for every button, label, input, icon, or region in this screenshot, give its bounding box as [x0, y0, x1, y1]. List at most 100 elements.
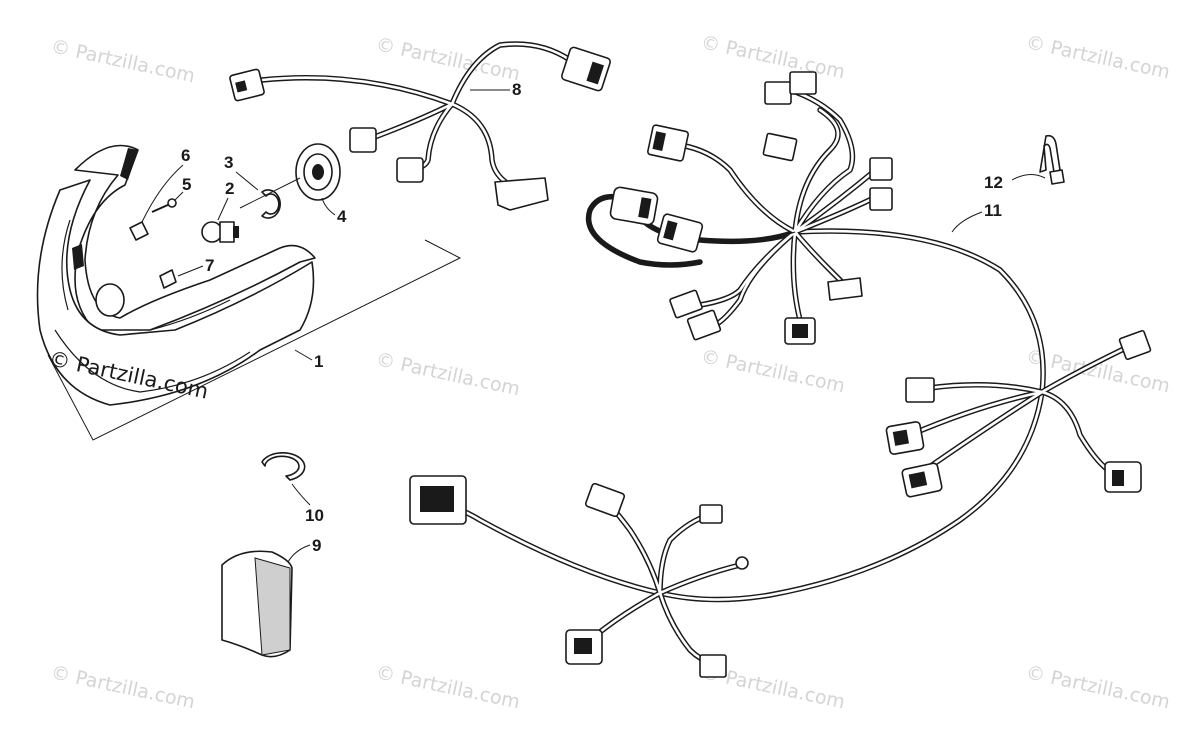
headlight-lens	[36, 179, 315, 406]
connector-11i	[669, 289, 703, 319]
lens-highlight-line	[54, 329, 251, 393]
retainer-ring	[261, 189, 281, 219]
callout-2: 2	[225, 179, 234, 198]
clip-nut-part[interactable]: 6	[129, 146, 190, 241]
connector-11v	[699, 654, 727, 678]
callout-5: 5	[182, 175, 191, 194]
connector-11h-latch	[663, 220, 678, 241]
connector-8b	[561, 46, 611, 92]
harness-8-wire-inner	[260, 42, 572, 192]
watermark-text: © Partzilla.com	[49, 35, 197, 87]
callout-6: 6	[181, 146, 190, 165]
leader-2	[217, 197, 229, 221]
bulb-axis-line	[239, 177, 301, 209]
connector-11g-latch	[638, 197, 652, 219]
leader-12	[1011, 174, 1046, 181]
headlight-harness-part[interactable]: 8	[229, 41, 611, 211]
callout-8: 8	[512, 80, 521, 99]
bulb-contact	[233, 226, 239, 238]
leader-9	[287, 544, 311, 563]
connector-11e	[869, 157, 893, 181]
wire-tie-part[interactable]: 12	[984, 134, 1065, 192]
leader-11	[951, 211, 983, 233]
connector-8d	[396, 157, 424, 183]
screw-shank	[151, 203, 171, 213]
connector-11g	[609, 186, 659, 226]
lower-cluster-wires-inner	[588, 498, 742, 667]
connector-8b-latch	[586, 61, 604, 85]
bulb-part[interactable]: 2	[201, 179, 239, 243]
watermark-text: © Partzilla.com	[374, 33, 522, 85]
connector-11q	[1118, 329, 1152, 361]
watermark-text: © Partzilla.com	[374, 348, 522, 400]
small-clip	[159, 269, 177, 289]
main-trunk-wire-inner	[438, 229, 1045, 601]
housing-clip	[72, 244, 84, 270]
right-cluster-wires-inner	[908, 343, 1134, 472]
main-harness-part[interactable]: 11	[409, 71, 1152, 678]
watermark-text: © Partzilla.com	[1024, 31, 1172, 83]
watermark-text: © Partzilla.com	[699, 345, 847, 397]
connector-11r-pins	[420, 486, 454, 512]
sleeve-texture	[254, 557, 291, 656]
connector-11s	[584, 482, 626, 518]
connector-11k-pins	[792, 324, 808, 338]
callout-4: 4	[337, 207, 347, 226]
leader-6	[141, 164, 184, 223]
leader-3	[235, 171, 259, 191]
housing-inner-line	[61, 219, 71, 311]
connector-11m	[905, 377, 935, 403]
connector-8e-terminals	[494, 177, 549, 211]
connector-11u-pins	[574, 638, 592, 654]
connector-11l-terminals	[827, 277, 863, 301]
watermark-text: © Partzilla.com	[49, 661, 197, 713]
ground-eyelet	[735, 556, 749, 570]
callout-11: 11	[984, 201, 1002, 220]
connector-8c	[349, 127, 377, 153]
upper-cluster-wires-inner	[678, 88, 882, 327]
leader-5	[174, 191, 184, 201]
ring-clamp-part[interactable]: 10	[261, 452, 324, 525]
reflector-lower	[95, 283, 125, 317]
sleeve-part[interactable]: 9	[221, 536, 321, 658]
connector-11f	[869, 187, 893, 211]
callout-10: 10	[305, 506, 324, 525]
watermark-text: © Partzilla.com	[1024, 661, 1172, 713]
headlight-assembly[interactable]: 1	[36, 144, 462, 441]
connector-11o-pins	[908, 471, 928, 489]
connector-11h	[656, 213, 704, 253]
bulb-base	[219, 221, 235, 243]
connector-11d	[762, 132, 798, 162]
leader-1	[294, 349, 313, 361]
callout-7: 7	[205, 256, 214, 275]
headlight-housing	[74, 144, 316, 331]
screw-head	[167, 198, 177, 208]
clip-nut	[129, 221, 149, 241]
callout-12: 12	[984, 173, 1003, 192]
retainer-ring-part[interactable]: 3	[224, 153, 281, 219]
connector-11t	[699, 504, 723, 524]
rubber-boot-part[interactable]: 4	[239, 143, 347, 226]
callout-1: 1	[314, 352, 323, 371]
leader-4	[321, 197, 336, 216]
connector-11a-latch	[652, 131, 666, 151]
connector-8a	[229, 68, 265, 102]
connector-11p-latch	[1112, 470, 1124, 486]
connector-11b	[764, 81, 792, 105]
small-clip-part[interactable]: 7	[159, 256, 214, 289]
connector-8a-latch	[235, 80, 248, 93]
leader-7	[177, 265, 204, 277]
connector-11n-pins	[892, 429, 909, 446]
callout-9: 9	[312, 536, 321, 555]
callout-3: 3	[224, 153, 233, 172]
housing-mount-tab	[120, 148, 138, 180]
screw-part[interactable]: 5	[151, 175, 191, 213]
boot-hole	[312, 164, 324, 180]
connector-11j	[686, 309, 722, 341]
wire-tie-base	[1049, 169, 1065, 185]
bulb-glass	[201, 221, 223, 243]
connector-11a	[647, 124, 689, 162]
watermark-text: © Partzilla.com	[699, 31, 847, 83]
